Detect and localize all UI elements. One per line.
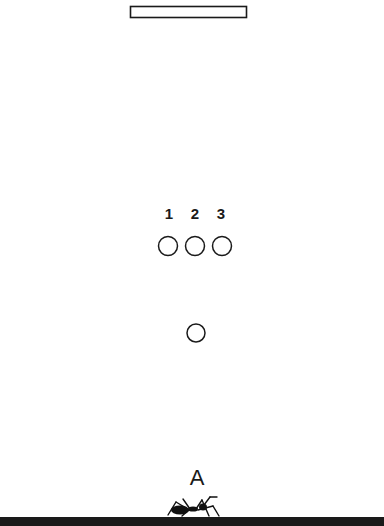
ant-figure [168, 497, 219, 516]
top-bar [131, 7, 247, 18]
choice-circle [159, 237, 178, 256]
option-number: 3 [217, 206, 225, 221]
option-number: 2 [191, 206, 199, 221]
position-label: A [190, 467, 205, 489]
choice-circle [213, 237, 232, 256]
start-circle [187, 324, 205, 342]
option-number: 1 [165, 206, 173, 221]
choice-circles [159, 237, 232, 256]
choice-circle [186, 237, 205, 256]
ground-bar [0, 517, 384, 526]
